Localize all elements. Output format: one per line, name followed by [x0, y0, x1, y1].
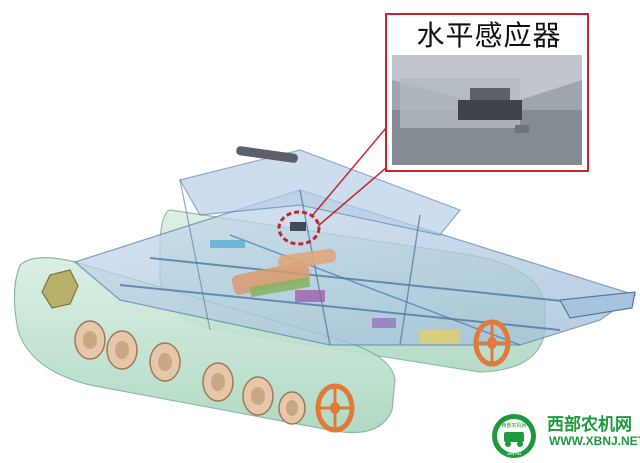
road-wheel — [242, 376, 274, 416]
road-wheels — [74, 320, 306, 425]
watermark-logo: 西部农机网 xbnj.net — [492, 414, 536, 458]
watermark-url: WWW.XBNJ.NET — [549, 434, 640, 448]
frame-deck — [73, 146, 637, 346]
drive-wheel-front — [315, 383, 355, 433]
front-sprocket — [41, 269, 79, 309]
drive-wheel-rear — [473, 319, 511, 367]
machinery — [210, 240, 460, 344]
watermark-logo-url: xbnj.net — [507, 451, 522, 456]
road-wheel — [278, 391, 306, 425]
callout-box — [385, 13, 589, 172]
callout-leader — [311, 127, 387, 227]
road-wheel — [202, 362, 234, 402]
watermark-site-name: 西部农机网 — [547, 415, 632, 435]
callout-title: 水平感应器 — [416, 19, 562, 52]
watermark-logo-text: 西部农机网 — [501, 422, 526, 429]
road-wheel — [106, 330, 138, 370]
road-wheel — [149, 342, 181, 382]
sensor-highlight — [277, 210, 321, 246]
road-wheel — [74, 320, 106, 360]
